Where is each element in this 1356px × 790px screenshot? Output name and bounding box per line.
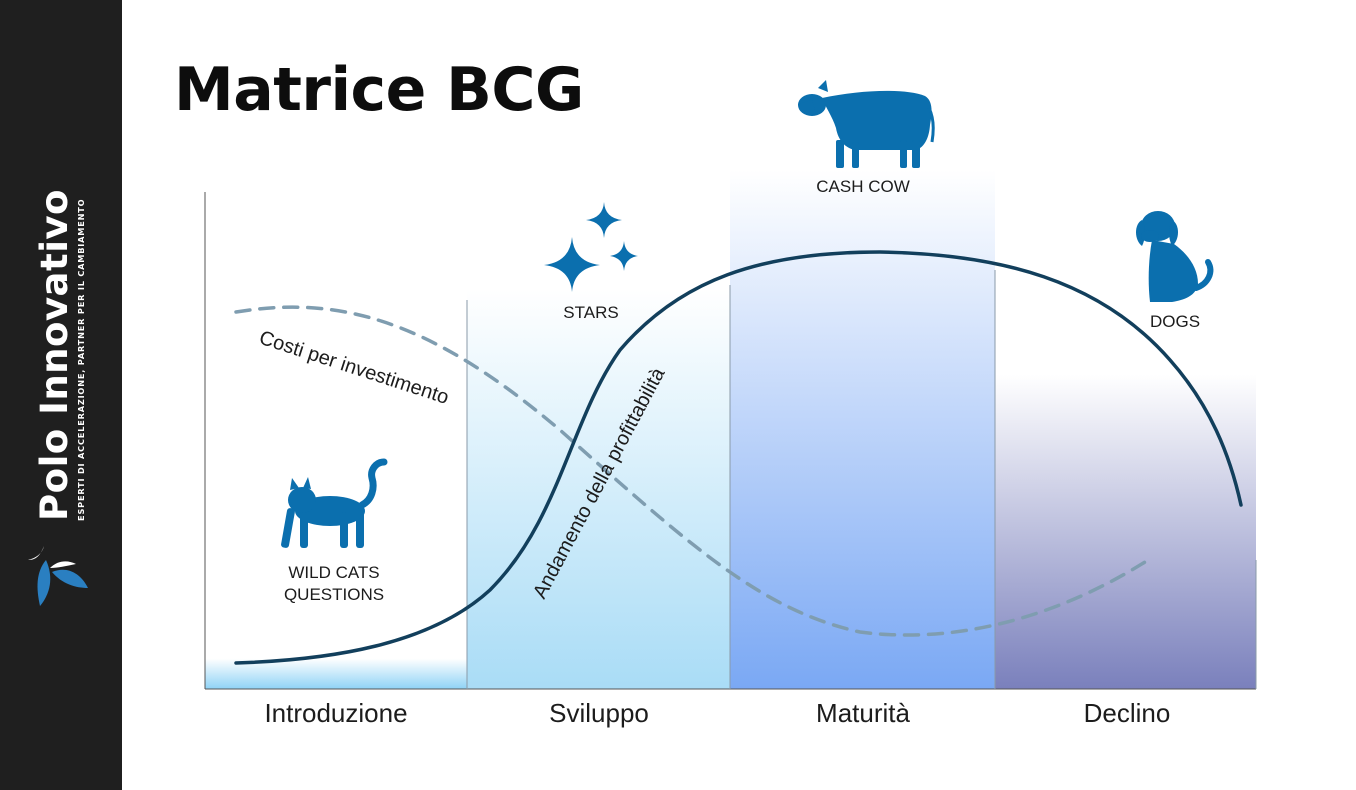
phase-label-sviluppo: Sviluppo	[549, 698, 649, 728]
quadrant-label-stars: STARS	[563, 303, 618, 322]
stars-icon	[544, 202, 638, 292]
leaf-logo-icon	[28, 546, 88, 606]
phase-bg-maturita	[730, 170, 995, 689]
quadrant-label-wild-cats: WILD CATS	[288, 563, 379, 582]
sidebar: Polo Innovativo ESPERTI DI ACCELERAZIONE…	[0, 0, 122, 790]
quadrant-label-questions: QUESTIONS	[284, 585, 384, 604]
phase-label-declino: Declino	[1084, 698, 1171, 728]
phase-bg-sviluppo	[467, 290, 730, 689]
phase-bg-declino	[995, 270, 1256, 689]
quadrant-label-cash-cow: CASH COW	[816, 177, 910, 196]
profitability-curve	[234, 250, 1243, 665]
quadrant-label-dogs: DOGS	[1150, 312, 1200, 331]
page-title: Matrice BCG	[174, 55, 584, 125]
phase-label-introduzione: Introduzione	[264, 698, 407, 728]
dog-icon	[1136, 211, 1214, 302]
cat-icon	[281, 458, 388, 548]
cow-icon	[798, 80, 935, 168]
phase-label-maturita: Maturità	[816, 698, 910, 728]
cost-curve-label: Costi per investimento	[256, 327, 451, 409]
cost-curve	[234, 305, 1147, 637]
